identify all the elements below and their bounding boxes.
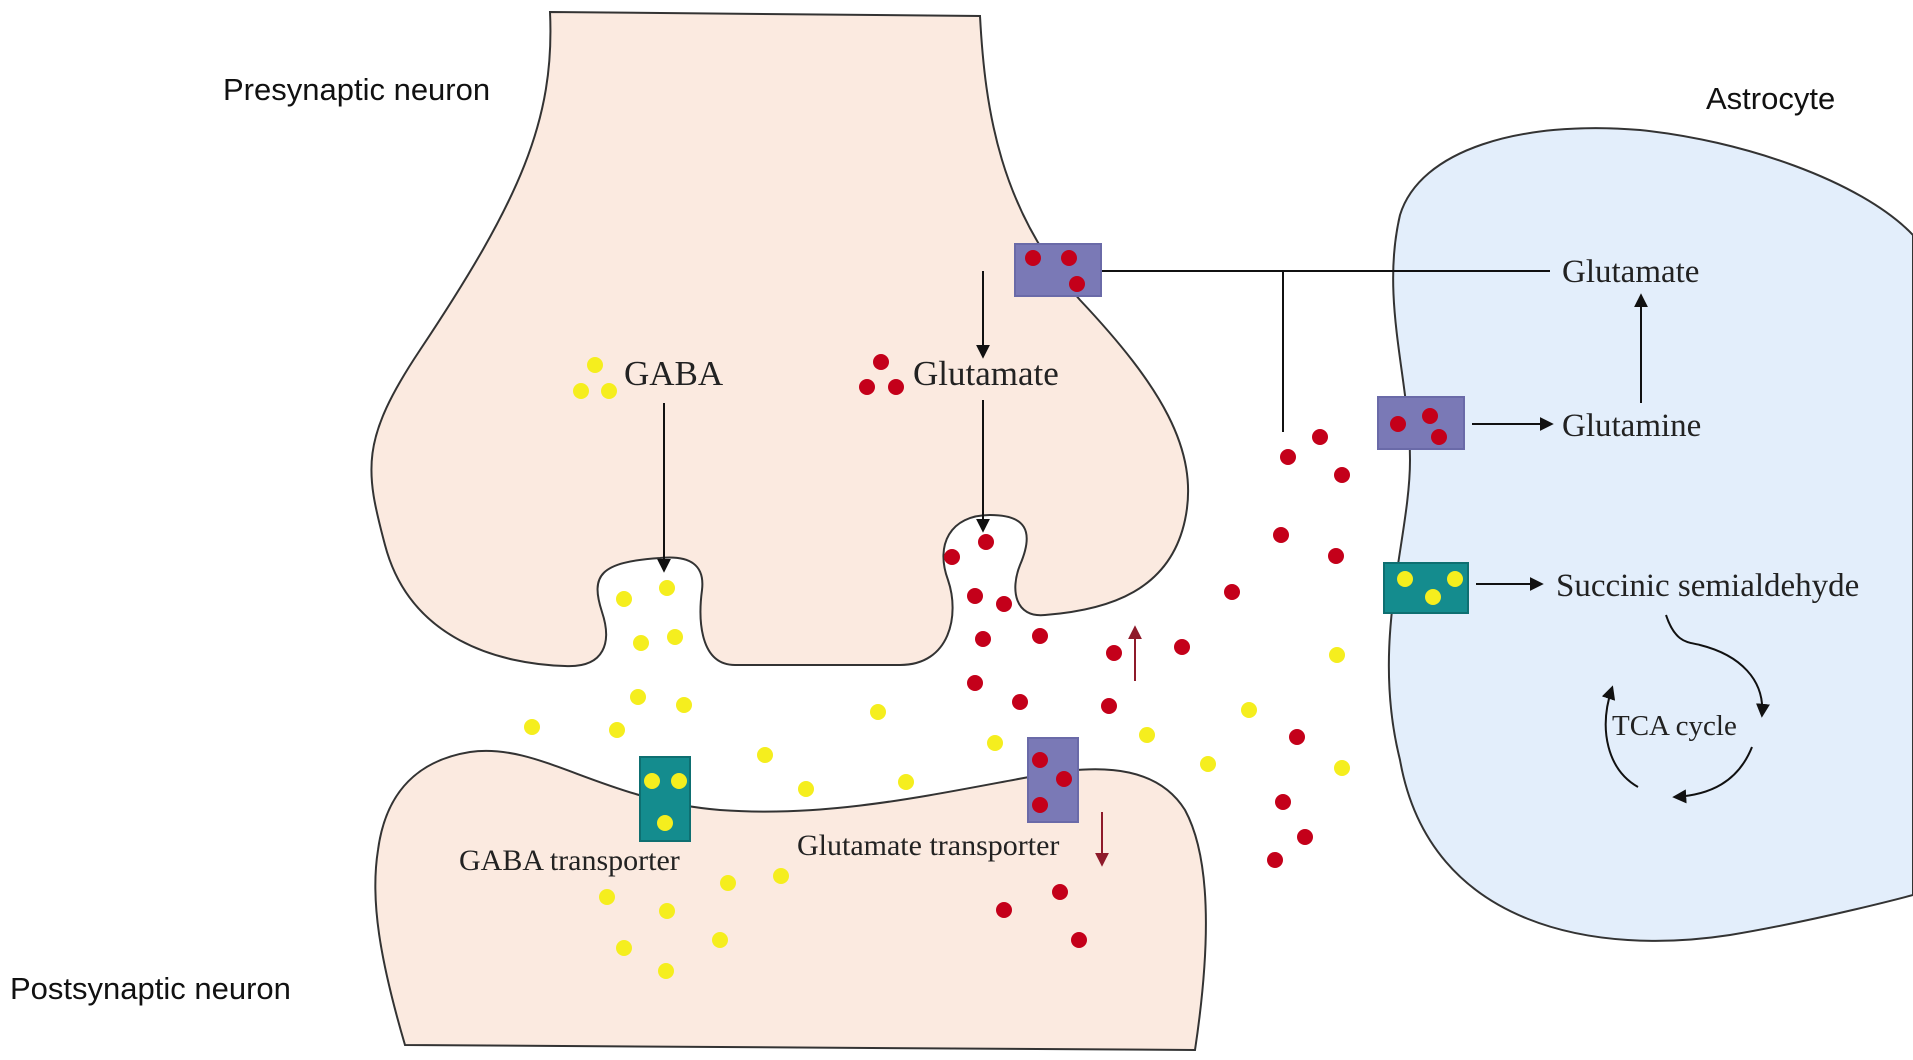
glutamate-dot	[978, 534, 994, 550]
gaba-dot	[658, 963, 674, 979]
tca-cycle-label: TCA cycle	[1612, 710, 1737, 742]
gaba-dot	[657, 815, 673, 831]
tca-cycle-lower-arrow	[1672, 746, 1753, 804]
gaba-dot	[1447, 571, 1463, 587]
glutamate-transporter-label: Glutamate transporter	[797, 829, 1059, 862]
gaba-dot	[667, 629, 683, 645]
glutamate-dot	[996, 902, 1012, 918]
glutamate-dot	[944, 549, 960, 565]
gaba-dot	[676, 697, 692, 713]
gaba-dot	[573, 383, 589, 399]
glutamate-dot	[1106, 645, 1122, 661]
glutamate-dot	[975, 631, 991, 647]
glutamate-dot	[1297, 829, 1313, 845]
glutamate-dot	[1422, 408, 1438, 424]
glutamate-dot	[1273, 527, 1289, 543]
gaba-dot	[720, 875, 736, 891]
glutamate-dot	[1025, 250, 1041, 266]
postsynaptic-label: Postsynaptic neuron	[10, 971, 291, 1006]
gaba-dot	[773, 868, 789, 884]
gaba-dot	[1397, 571, 1413, 587]
succinic-semialdehyde-label: Succinic semialdehyde	[1556, 568, 1859, 604]
glutamate-dot	[1334, 467, 1350, 483]
glutamate-dot	[1328, 548, 1344, 564]
glutamate-dot	[967, 675, 983, 691]
glutamate-dot	[1431, 429, 1447, 445]
astrocyte-body	[1387, 127, 1913, 942]
gaba-dot	[1329, 647, 1345, 663]
gaba-dot	[987, 735, 1003, 751]
gaba-dot	[587, 357, 603, 373]
gaba-dot	[644, 773, 660, 789]
glutamate-dot	[1275, 794, 1291, 810]
glutamate-dot	[888, 379, 904, 395]
gaba-dot	[599, 889, 615, 905]
presynaptic-label: Presynaptic neuron	[223, 72, 490, 107]
glutamate-label-astrocyte: Glutamate	[1562, 254, 1699, 290]
glutamate-dot	[1312, 429, 1328, 445]
tca-cycle-left-arrow	[1601, 685, 1639, 788]
glutamate-dot	[1267, 852, 1283, 868]
glutamate-label-presynaptic: Glutamate	[913, 354, 1059, 393]
glutamate-dot	[1032, 752, 1048, 768]
astrocyte-label: Astrocyte	[1706, 81, 1835, 116]
gaba-dot	[659, 580, 675, 596]
gaba-dot	[659, 903, 675, 919]
succinic-to-cycle-arrow	[1665, 614, 1770, 718]
glutamine-label: Glutamine	[1562, 408, 1701, 444]
glutamate-dot	[967, 588, 983, 604]
gaba-dot	[898, 774, 914, 790]
glutamate-dot	[1056, 771, 1072, 787]
gaba-dot	[601, 383, 617, 399]
glutamate-dot	[873, 354, 889, 370]
gaba-label: GABA	[624, 354, 724, 393]
glutamate-dot	[996, 596, 1012, 612]
gaba-dot	[630, 689, 646, 705]
gaba-dot	[1139, 727, 1155, 743]
gaba-dot	[712, 932, 728, 948]
glutamate-dot	[1061, 250, 1077, 266]
glutamate-dot	[859, 379, 875, 395]
gaba-dot	[524, 719, 540, 735]
gaba-dot	[633, 635, 649, 651]
glutamate-molecules	[859, 250, 1447, 948]
glutamate-dot	[1071, 932, 1087, 948]
glutamate-dot	[1101, 698, 1117, 714]
glutamate-dot	[1032, 797, 1048, 813]
postsynaptic-neuron-body	[374, 749, 1207, 1052]
presynaptic-neuron-body	[370, 10, 1190, 668]
glutamate-dot	[1390, 416, 1406, 432]
astrocyte-gaba-transporter	[1383, 562, 1469, 614]
glutamate-dot	[1032, 628, 1048, 644]
glutamate-dot	[1280, 449, 1296, 465]
gaba-dot	[870, 704, 886, 720]
glutamate-dot	[1052, 884, 1068, 900]
glutamate-dot	[1224, 584, 1240, 600]
gaba-dot	[757, 747, 773, 763]
gaba-dot	[1200, 756, 1216, 772]
gaba-dot	[609, 722, 625, 738]
gaba-dot	[798, 781, 814, 797]
gaba-molecules	[524, 357, 1463, 979]
gaba-dot	[616, 940, 632, 956]
gaba-dot	[1241, 702, 1257, 718]
gaba-dot	[1334, 760, 1350, 776]
glutamate-dot	[1012, 694, 1028, 710]
gaba-transporter-label: GABA transporter	[459, 844, 680, 877]
gaba-dot	[616, 591, 632, 607]
gaba-dot	[1425, 589, 1441, 605]
glutamate-dot	[1174, 639, 1190, 655]
presynaptic-glutamate-transporter	[1014, 243, 1102, 297]
glutamate-dot	[1289, 729, 1305, 745]
glutamate-dot	[1069, 276, 1085, 292]
gaba-dot	[671, 773, 687, 789]
